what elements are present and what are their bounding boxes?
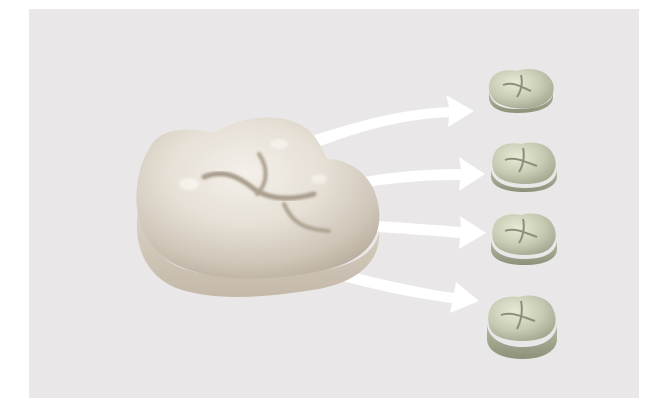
large-tooth-highlight-3 [311, 174, 327, 184]
derived-tooth-4 [487, 296, 557, 360]
large-tooth-highlight-2 [270, 139, 288, 149]
derived-tooth-1 [489, 69, 554, 113]
tooth-illustration [29, 9, 639, 398]
large-tooth-highlight [179, 178, 199, 190]
illustration-panel [29, 9, 639, 398]
